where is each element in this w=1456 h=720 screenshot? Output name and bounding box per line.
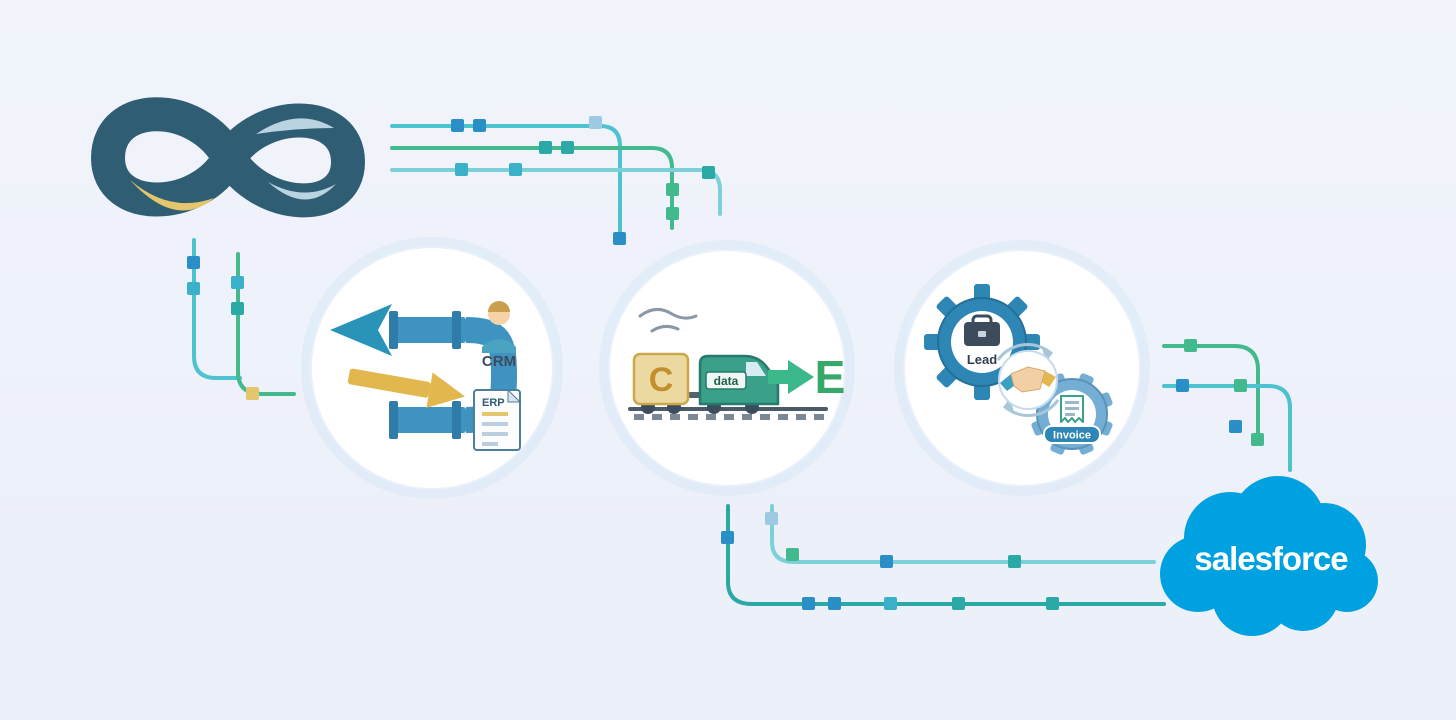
left-connectors [187,238,296,400]
right-connectors [1162,339,1292,472]
handshake-icon [1000,366,1056,393]
invoice-label: Invoice [1053,430,1091,442]
logo-yellow-accent [130,180,214,211]
left-arrow [330,304,392,356]
erp-label: ERP [482,397,505,409]
train-car-c: C [632,352,690,406]
letter-e: E [815,351,846,403]
data-train-illustration: C data E [628,308,846,420]
data-label: data [714,374,739,388]
briefcase-icon [964,314,1000,346]
top-connectors [390,116,722,245]
handshake-badge [996,343,1060,417]
logo-lightblue-accent-bottom [268,182,336,200]
bottom-connector-squares [721,512,1059,610]
crm-person-icon [482,301,516,353]
gears-illustration: Lead Invoi [924,284,1113,455]
letter-c: C [649,361,674,399]
lead-label: Lead [967,352,997,367]
bottom-connectors [721,504,1166,610]
salesforce-logo: salesforce [1160,476,1378,636]
invoice-receipt-icon [1060,395,1084,423]
rail-ties [634,414,824,420]
salesforce-wordmark: salesforce [1194,540,1348,577]
right-connector-squares [1176,339,1264,446]
logo-lightblue-accent-top [256,118,334,134]
erp-document-icon [473,388,522,451]
right-arrow [347,368,465,408]
left-connector-squares [187,256,259,400]
infinity-logo [91,97,365,218]
sync-circle: CRM ERP [301,237,563,499]
transform-arrow [768,360,814,394]
speed-lines [638,308,698,320]
crm-label: CRM [482,353,516,370]
sync-pipes-illustration: CRM ERP [330,301,522,451]
gears-circle: Lead Invoi [894,240,1150,496]
train-circle: C data E [599,240,855,496]
top-connector-squares [451,116,715,245]
